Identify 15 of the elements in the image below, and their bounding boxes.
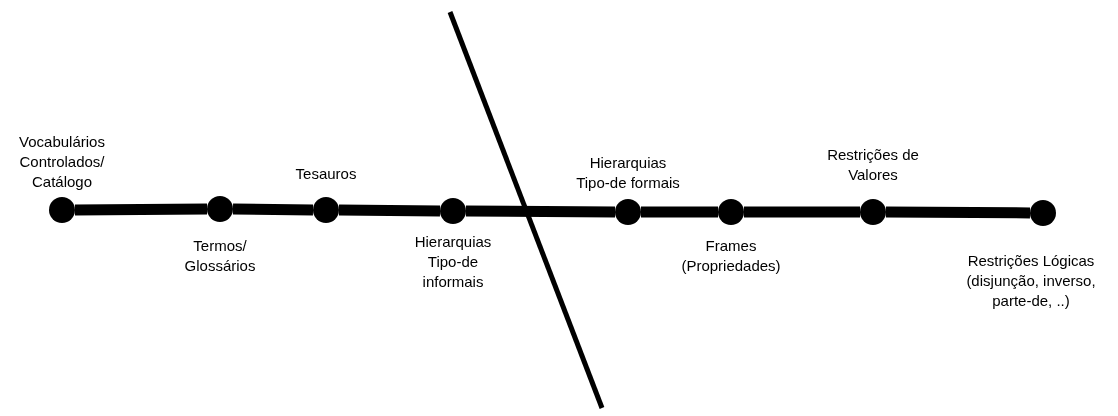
spectrum-line: [465, 205, 616, 218]
stage-label: Vocabulários Controlados/ Catálogo: [18, 132, 106, 192]
spectrum-line: [886, 206, 1030, 219]
stage-label: Termos/ Glossários: [183, 236, 257, 276]
stage-label: Frames (Propriedades): [680, 236, 782, 276]
spectrum-line: [74, 203, 208, 216]
spectrum-line: [232, 203, 314, 216]
spectrum-line: [338, 204, 441, 217]
spectrum-line: [744, 206, 860, 218]
stage-label: Restrições de Valores: [826, 145, 920, 185]
stage-label: Restrições Lógicas (disjunção, inverso, parte-de, ..): [965, 251, 1097, 311]
stage-label: Hierarquias Tipo-de formais: [575, 153, 681, 193]
spectrum-line: [641, 206, 718, 218]
stage-label: Hierarquias Tipo-de informais: [413, 232, 493, 292]
stage-label: Tesauros: [294, 164, 358, 184]
